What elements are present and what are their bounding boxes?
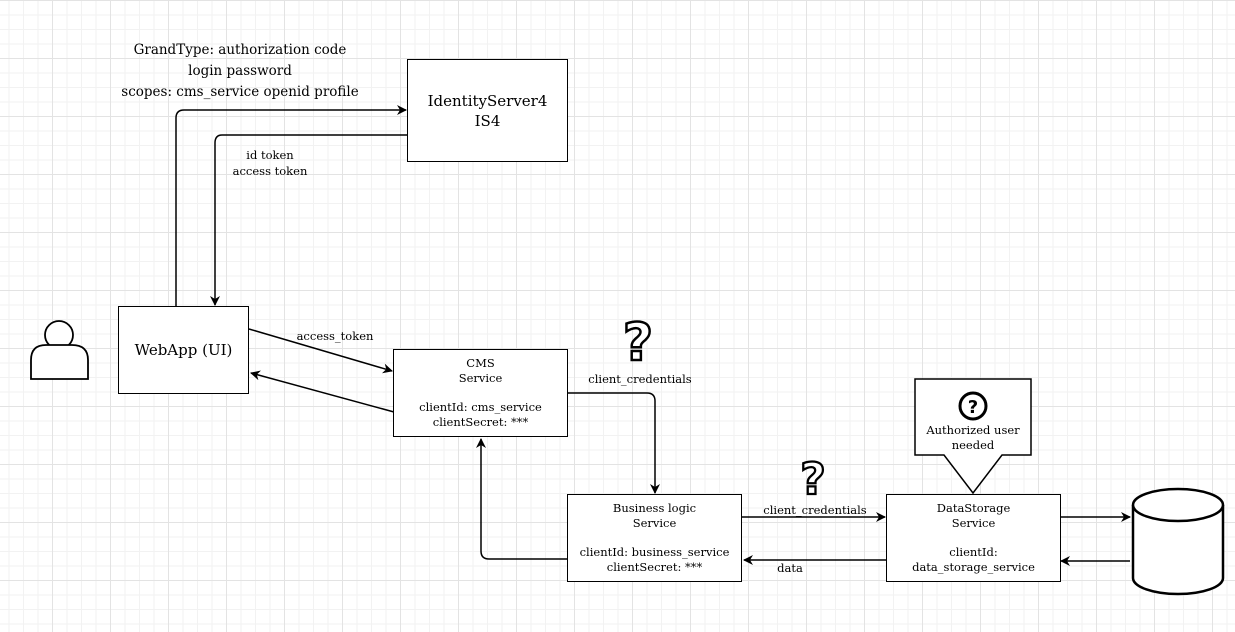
business-client-id: clientId: business_service — [579, 545, 730, 559]
business-logic-service-node: Business logic Service clientId: busines… — [567, 494, 742, 582]
business-title: Business logic — [612, 501, 697, 515]
callout-line1: Authorized user — [926, 423, 1020, 437]
callout-text: Authorized user needed — [915, 423, 1031, 453]
tokens-line1: id token — [246, 148, 294, 162]
datastorage-subtitle: Service — [951, 516, 996, 530]
svg-text:?: ? — [968, 397, 978, 418]
edge-is4-to-webapp — [210, 134, 408, 306]
client-credentials-label-1: client_credentials — [588, 372, 692, 386]
data-label: data — [777, 561, 803, 575]
cms-client-secret: clientSecret: *** — [432, 415, 529, 429]
tokens-label: id token access token — [230, 147, 310, 179]
cms-client-id: clientId: cms_service — [419, 400, 542, 414]
business-subtitle: Service — [632, 516, 677, 530]
cms-subtitle: Service — [458, 371, 503, 385]
auth-request-line3: scopes: cms_service openid profile — [121, 84, 359, 100]
edge-webapp-to-cms — [248, 328, 393, 374]
edge-webapp-to-is4 — [175, 105, 407, 306]
datastorage-client-id: clientId: data_storage_service — [912, 545, 1035, 574]
business-client-secret: clientSecret: *** — [606, 560, 703, 574]
user-icon — [30, 320, 89, 380]
question-mark-icon: ? — [800, 454, 826, 505]
datastorage-service-node: DataStorage Service clientId: data_stora… — [886, 494, 1061, 582]
callout-line2: needed — [951, 438, 995, 452]
question-mark-icon: ? — [623, 313, 653, 373]
edge-business-to-cms — [476, 438, 568, 560]
identity-server-name: IdentityServer4 — [427, 91, 548, 110]
cms-service-node: CMS Service clientId: cms_service client… — [393, 349, 568, 437]
access-token-label: access_token — [296, 329, 374, 343]
tokens-line2: access token — [232, 164, 308, 178]
identity-server-short: IS4 — [474, 111, 501, 130]
auth-request-label: GrandType: authorization code login pass… — [120, 40, 360, 103]
edge-cms-to-webapp — [250, 370, 395, 413]
auth-request-line2: login password — [188, 63, 292, 79]
webapp-label: WebApp (UI) — [134, 340, 233, 359]
cms-title: CMS — [466, 356, 495, 370]
auth-request-line1: GrandType: authorization code — [133, 42, 347, 58]
identity-server-node: IdentityServer4 IS4 — [407, 59, 568, 162]
callout-shape — [914, 378, 1032, 495]
datastorage-title: DataStorage — [936, 501, 1011, 515]
database-icon — [1131, 487, 1225, 596]
question-circle-icon: ? — [958, 391, 988, 421]
edge-cms-to-business — [567, 392, 660, 494]
webapp-node: WebApp (UI) — [118, 306, 249, 394]
client-credentials-label-2: client_credentials — [763, 503, 867, 517]
